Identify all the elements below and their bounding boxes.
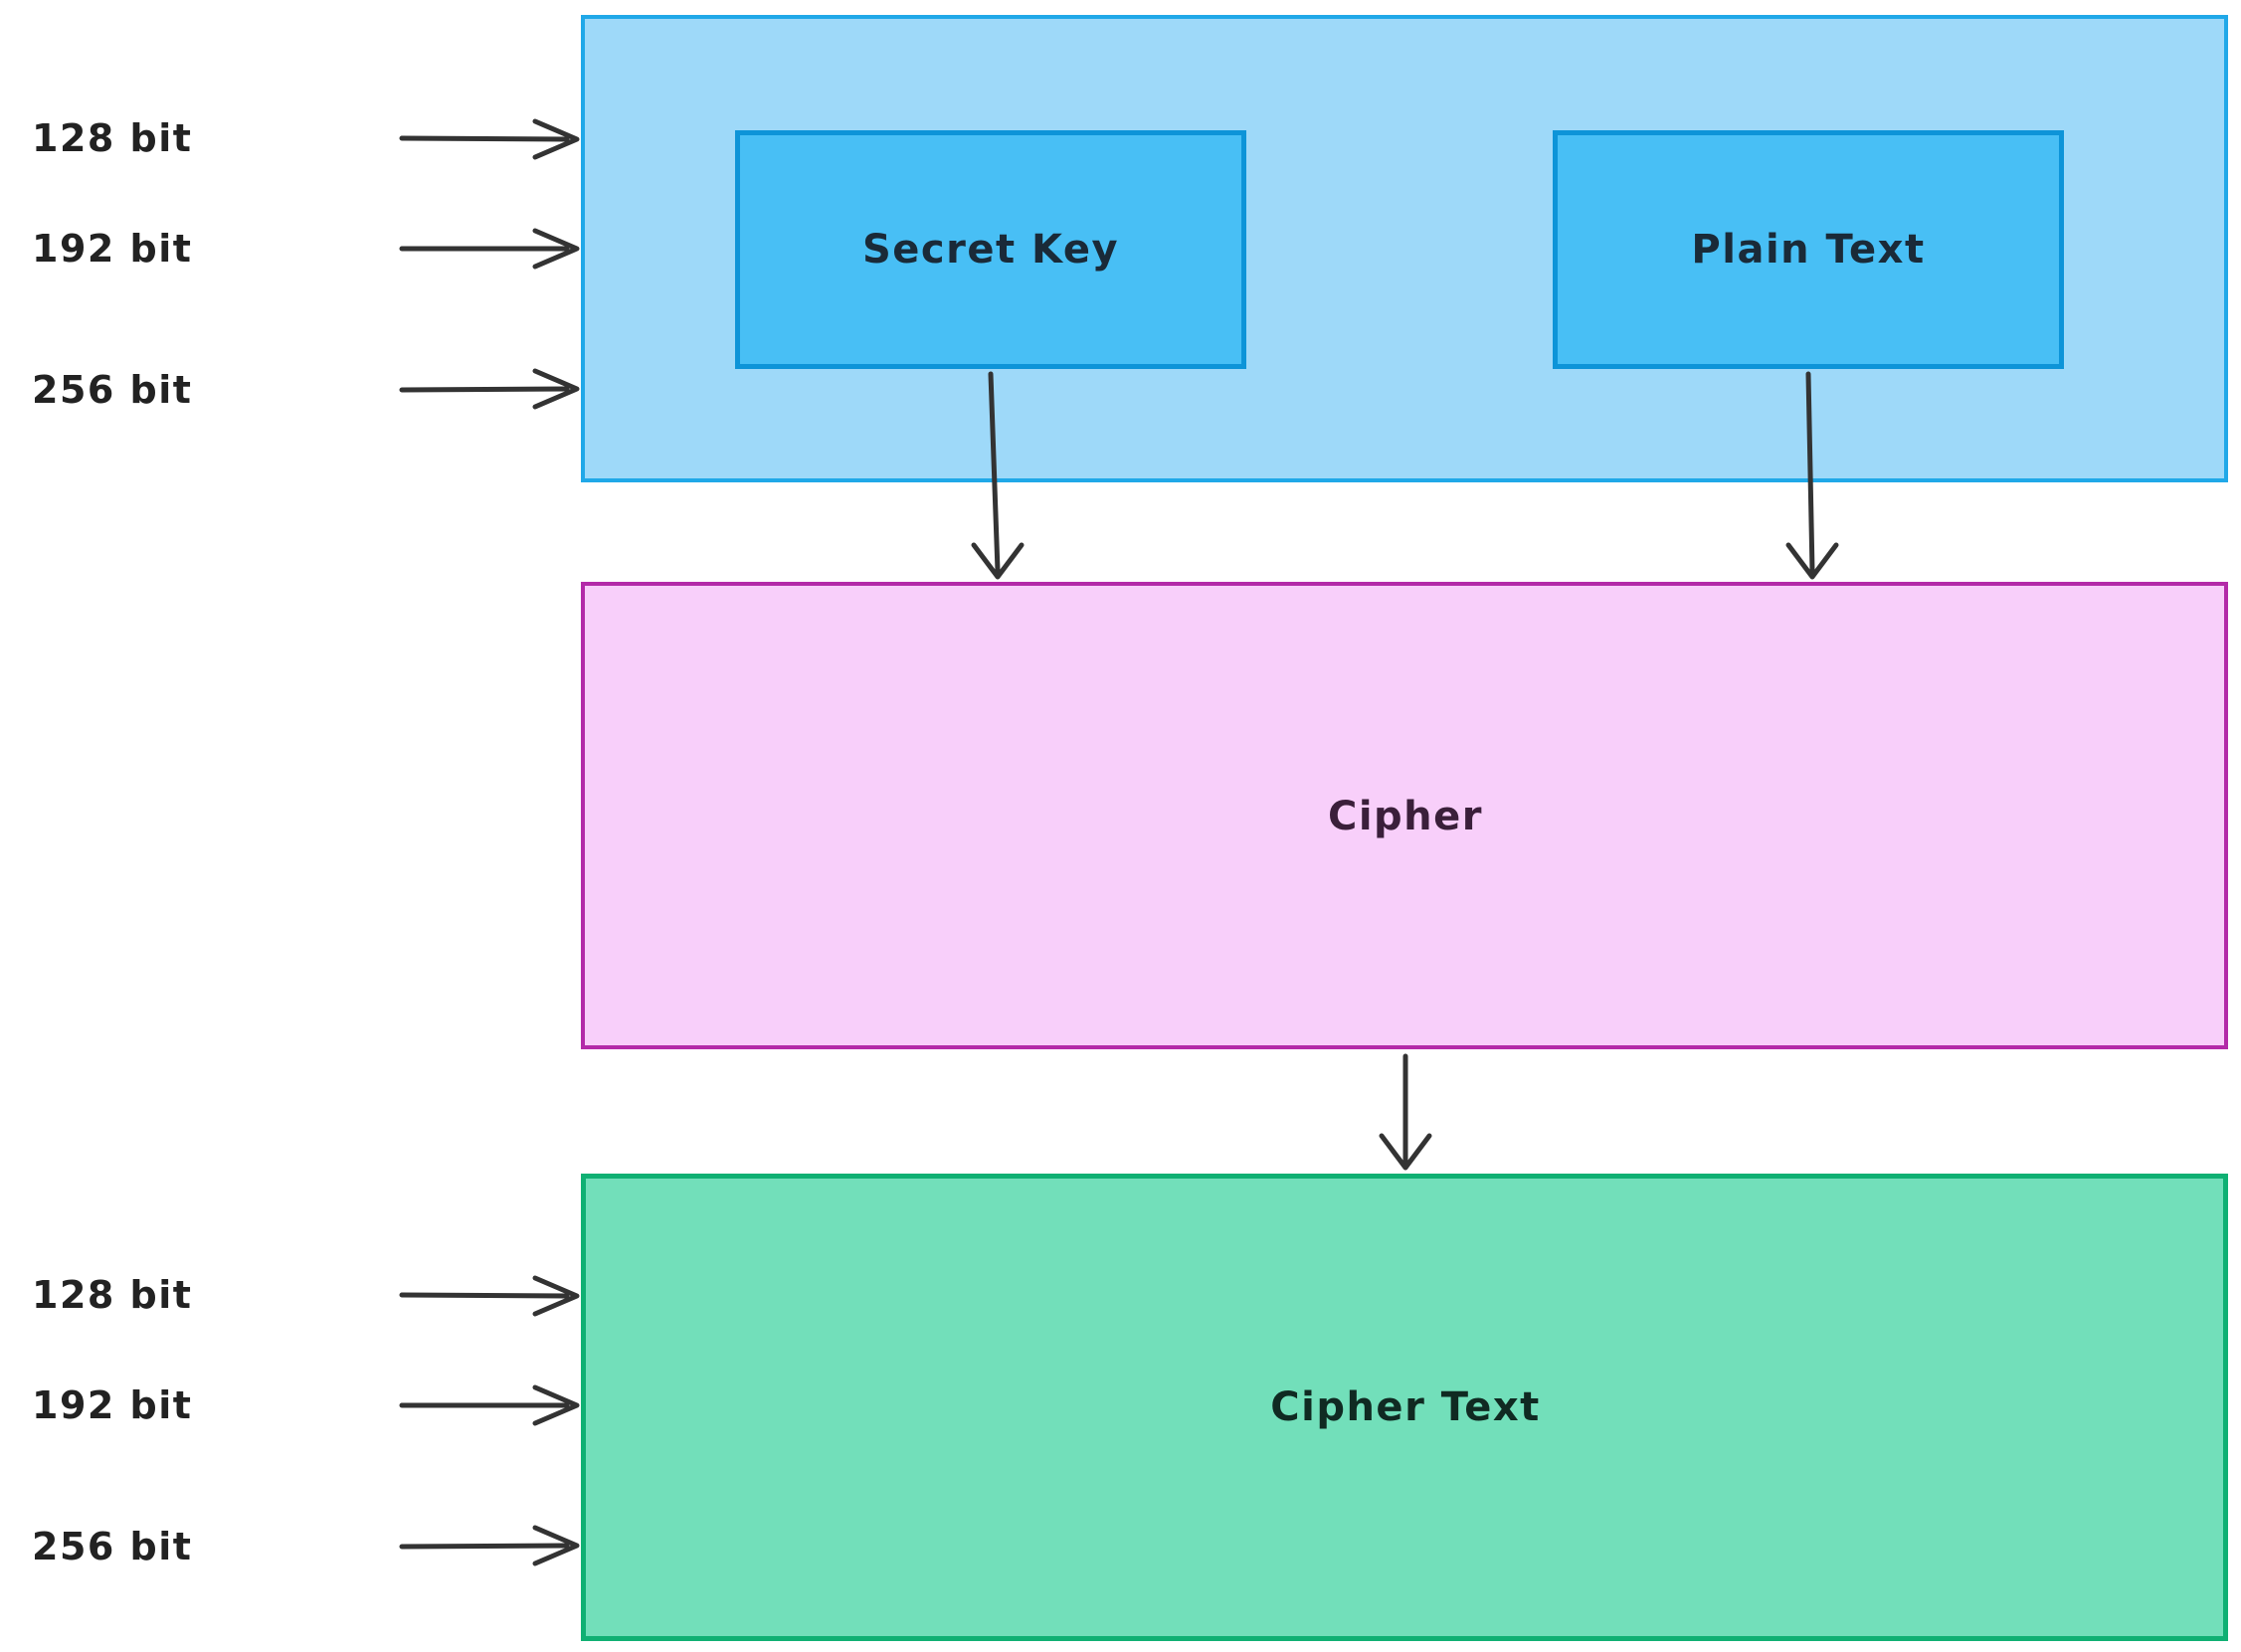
output-key-size-label: 128 bit — [32, 1273, 193, 1317]
secret-key-label: Secret Key — [861, 227, 1120, 273]
arrow-input-128 — [399, 118, 580, 160]
cipher-box — [581, 582, 2228, 1049]
arrow-output-128 — [399, 1275, 580, 1317]
cipher-label: Cipher — [1327, 794, 1484, 839]
arrow-cipher-to-cipher-text — [1379, 1053, 1432, 1171]
arrow-input-192 — [399, 228, 580, 270]
arrow-output-256 — [399, 1525, 580, 1566]
plain-text-label: Plain Text — [1691, 227, 1926, 273]
output-key-size-label: 256 bit — [32, 1525, 193, 1568]
input-key-size-label: 256 bit — [32, 368, 193, 412]
plain-text-box — [1553, 130, 2064, 369]
cipher-text-label: Cipher Text — [1270, 1384, 1541, 1430]
arrow-input-256 — [399, 368, 580, 410]
output-key-size-label: 192 bit — [32, 1383, 193, 1427]
arrow-output-192 — [399, 1384, 580, 1426]
secret-key-box — [735, 130, 1246, 369]
cipher-text-box — [581, 1174, 2228, 1641]
input-key-size-label: 192 bit — [32, 227, 193, 271]
input-key-size-label: 128 bit — [32, 116, 193, 160]
